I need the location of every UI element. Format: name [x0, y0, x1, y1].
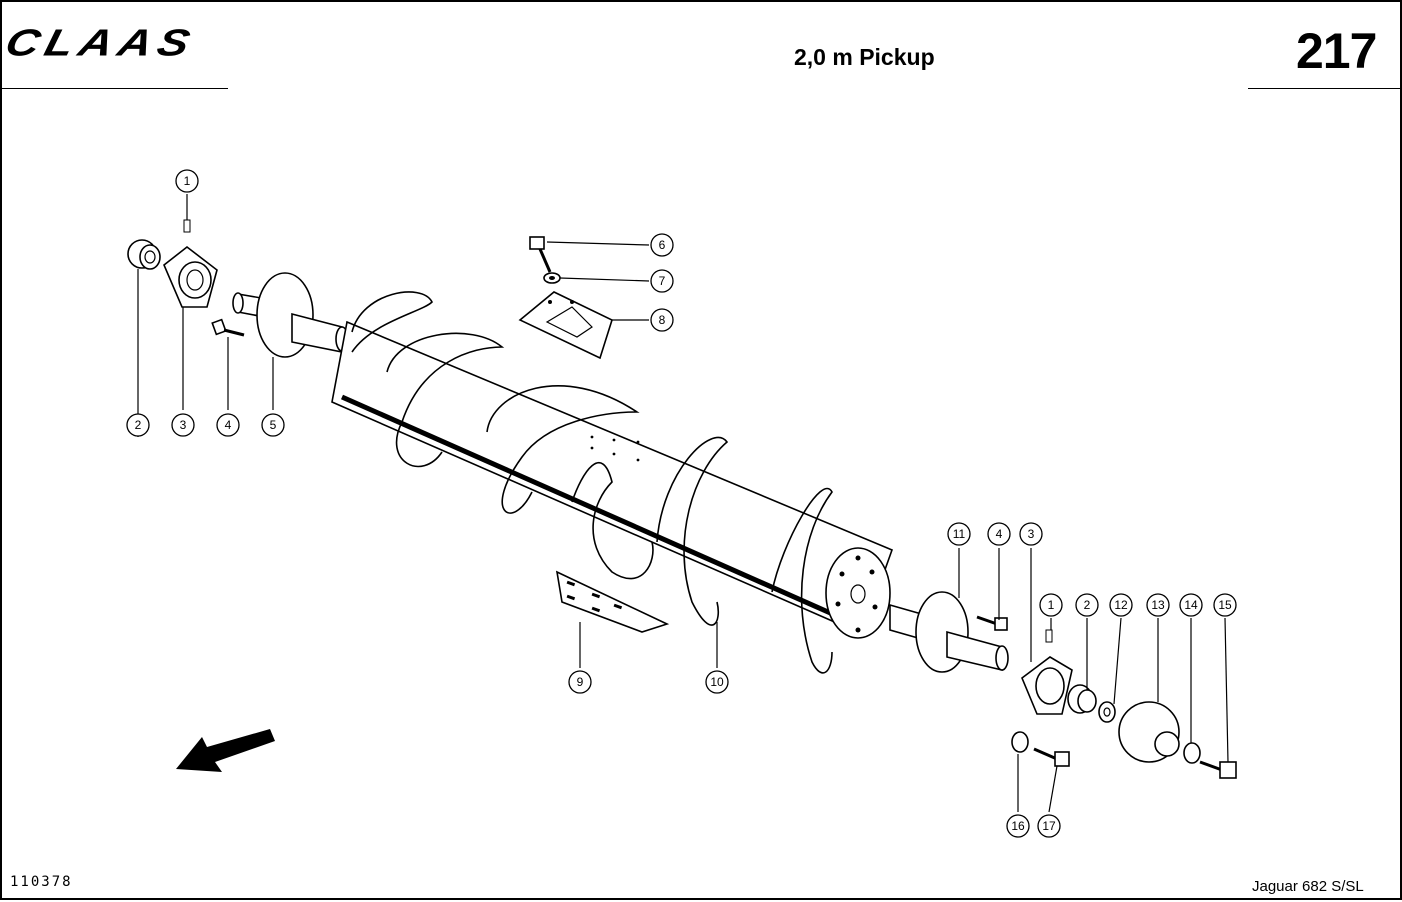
callout-4-left: 4: [216, 413, 240, 437]
bolt-lower: [1033, 747, 1070, 767]
callout-2-right: 2: [1075, 593, 1099, 617]
callout-12: 12: [1109, 593, 1133, 617]
svg-text:12: 12: [1114, 598, 1128, 612]
svg-text:11: 11: [953, 527, 966, 541]
tube-holes: [590, 435, 640, 462]
svg-text:13: 13: [1151, 598, 1165, 612]
svg-text:2: 2: [135, 418, 142, 432]
callout-13: 13: [1146, 593, 1170, 617]
callout-5: 5: [261, 413, 285, 437]
callout-17: 17: [1037, 814, 1061, 838]
svg-text:3: 3: [180, 418, 187, 432]
svg-text:5: 5: [270, 418, 277, 432]
callout-11: 11: [947, 522, 971, 546]
bolt-end: [1199, 760, 1237, 779]
callout-7: 7: [650, 269, 674, 293]
auger-tube: [331, 320, 894, 639]
callout-1-left: 1: [175, 169, 199, 193]
svg-text:15: 15: [1218, 598, 1232, 612]
bolt-left: [211, 318, 245, 337]
svg-text:3: 3: [1028, 527, 1035, 541]
callout-3-right: 3: [1019, 522, 1043, 546]
callout-8: 8: [650, 308, 674, 332]
drawing-code: 110378: [10, 874, 73, 890]
svg-text:2: 2: [1084, 598, 1091, 612]
svg-text:1: 1: [1048, 598, 1055, 612]
perforated-strip: [555, 570, 670, 633]
washer-lower: [1011, 731, 1029, 753]
callout-15: 15: [1213, 593, 1237, 617]
svg-text:4: 4: [225, 418, 232, 432]
bolt-top: [529, 236, 552, 273]
callout-2-left: 2: [126, 413, 150, 437]
bolt-right: [976, 615, 1008, 631]
washer-right: [1098, 701, 1116, 723]
callout-1-right: 1: [1039, 593, 1063, 617]
header-rule-right: [1248, 88, 1402, 89]
callout-6: 6: [650, 233, 674, 257]
callout-3-left: 3: [171, 413, 195, 437]
header-rule-left: [2, 88, 228, 89]
svg-text:9: 9: [577, 675, 584, 689]
svg-text:4: 4: [996, 527, 1003, 541]
svg-text:7: 7: [659, 274, 666, 288]
stub-shaft-left: [232, 272, 349, 358]
auger-flights: [351, 291, 833, 674]
flange-housing-right: [1021, 629, 1073, 715]
stub-shaft-right: [889, 591, 1009, 673]
callout-16: 16: [1006, 814, 1030, 838]
scraper-plate: [518, 291, 613, 360]
callout-14: 14: [1179, 593, 1203, 617]
svg-text:17: 17: [1042, 819, 1056, 833]
direction-arrow-icon: [176, 729, 275, 772]
callout-10: 10: [705, 670, 729, 694]
svg-text:1: 1: [184, 174, 191, 188]
svg-text:6: 6: [659, 238, 666, 252]
callout-9: 9: [568, 670, 592, 694]
washer-top: [543, 272, 561, 284]
page-number: 217: [1296, 23, 1377, 79]
bearing-left: [127, 239, 161, 270]
bearing-right: [1067, 684, 1097, 714]
washer-end: [1183, 742, 1201, 764]
flange-housing-left: [163, 219, 218, 308]
leader-lines: [137, 194, 1229, 813]
svg-text:10: 10: [710, 675, 724, 689]
svg-text:16: 16: [1011, 819, 1025, 833]
svg-text:8: 8: [659, 313, 666, 327]
page-title: 2,0 m Pickup: [794, 44, 935, 70]
svg-text:14: 14: [1184, 598, 1198, 612]
machine-model: Jaguar 682 S/SL: [1252, 878, 1364, 895]
callout-4-right: 4: [987, 522, 1011, 546]
sprocket: [1118, 701, 1180, 763]
